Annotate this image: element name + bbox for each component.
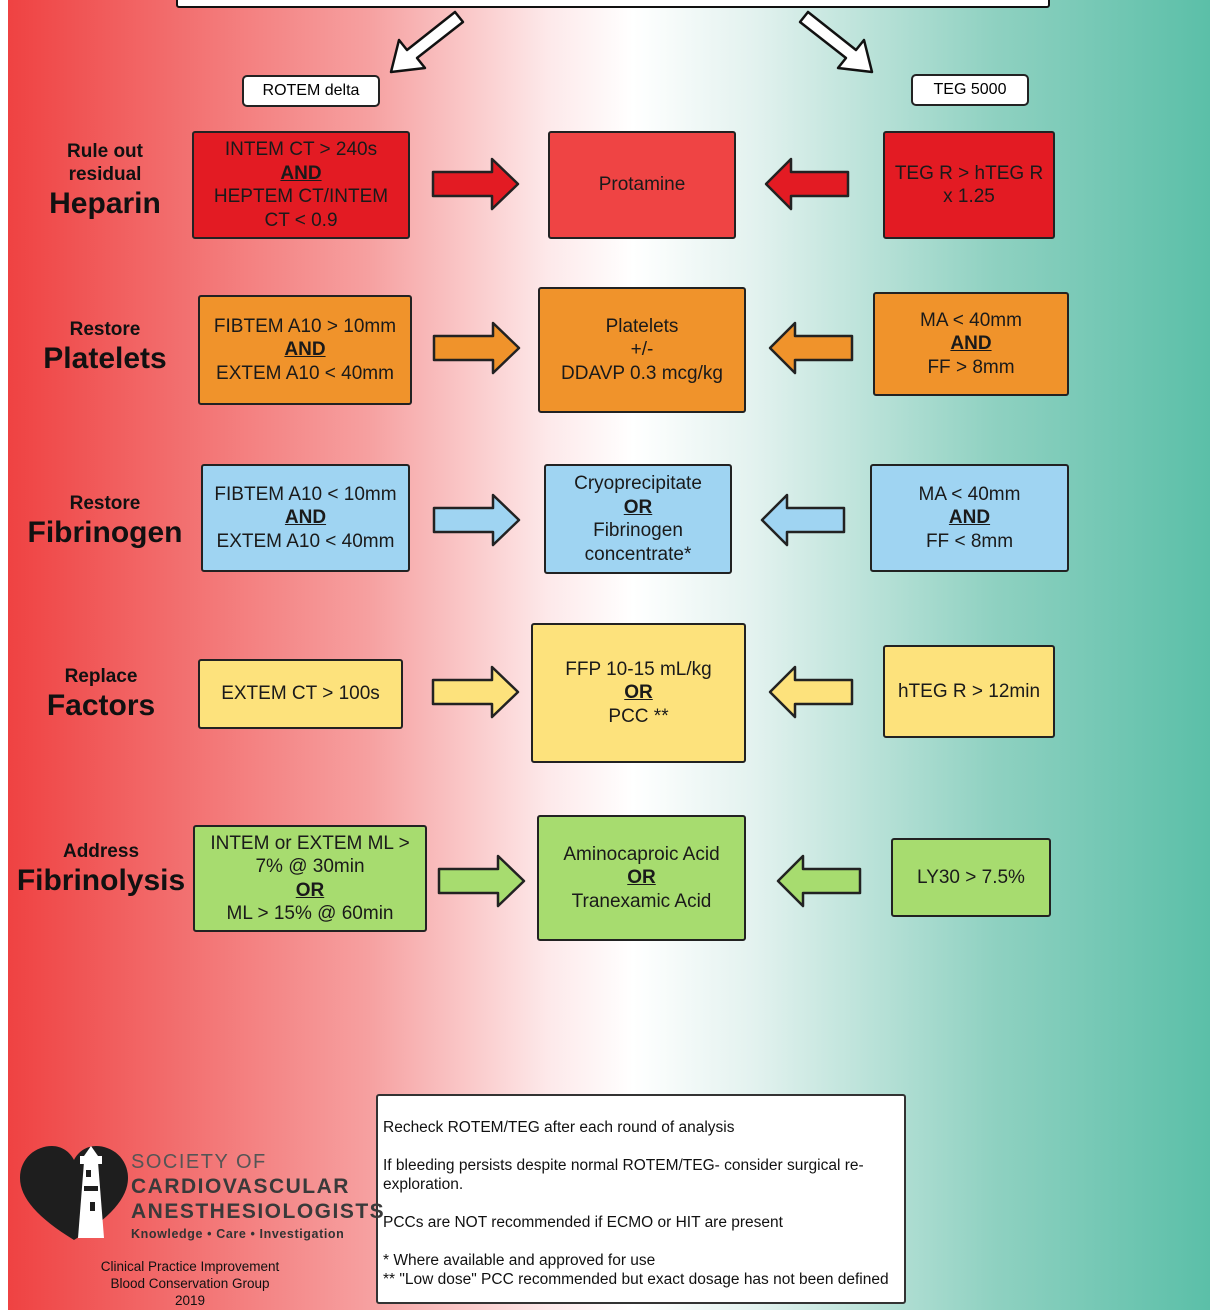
fibrinolysis-right-arrow-icon xyxy=(437,854,526,908)
row-label-fibrinolysis: Address Fibrinolysis xyxy=(16,841,186,897)
fibrinogen-rotem-box: FIBTEM A10 < 10mm AND EXTEM A10 < 40mm xyxy=(201,464,410,572)
platelets-right-arrow-icon xyxy=(432,321,521,375)
down-left-arrow-icon xyxy=(389,10,465,74)
factors-right-arrow-icon xyxy=(431,665,520,719)
fibrinolysis-left-arrow-icon xyxy=(776,854,862,908)
notes-box: Recheck ROTEM/TEG after each round of an… xyxy=(376,1094,906,1304)
note-recheck: Recheck ROTEM/TEG after each round of an… xyxy=(383,1119,735,1136)
footer-credits: Clinical Practice Improvement Blood Cons… xyxy=(100,1259,280,1308)
row-label-platelets: Restore Platelets xyxy=(43,319,167,375)
top-box-edge xyxy=(176,0,1050,8)
down-right-arrow-icon xyxy=(798,10,874,74)
factors-treatment-box: FFP 10-15 mL/kg OR PCC ** xyxy=(531,623,746,763)
heparin-treatment-box: Protamine xyxy=(548,131,736,239)
factors-rotem-box: EXTEM CT > 100s xyxy=(198,659,403,729)
fibrinolysis-rotem-box: INTEM or EXTEM ML > 7% @ 30min OR ML > 1… xyxy=(193,825,427,932)
platelets-treatment-box: Platelets +/- DDAVP 0.3 mcg/kg xyxy=(538,287,746,413)
heparin-left-arrow-icon xyxy=(764,157,850,211)
fibrinogen-left-arrow-icon xyxy=(760,493,846,547)
fibrinolysis-teg-box: LY30 > 7.5% xyxy=(891,838,1051,917)
sca-logo-text: SOCIETY OF CARDIOVASCULAR ANESTHESIOLOGI… xyxy=(131,1151,386,1241)
sca-lighthouse-heart-logo-icon xyxy=(20,1146,128,1240)
platelets-left-arrow-icon xyxy=(768,321,854,375)
platelets-rotem-box: FIBTEM A10 > 10mm AND EXTEM A10 < 40mm xyxy=(198,295,412,405)
note-pcc: PCCs are NOT recommended if ECMO or HIT … xyxy=(383,1214,783,1231)
factors-teg-box: hTEG R > 12min xyxy=(883,645,1055,738)
teg-5000-label: TEG 5000 xyxy=(911,74,1029,106)
row-label-fibrinogen: Restore Fibrinogen xyxy=(27,493,183,549)
note-footnote-2: ** "Low dose" PCC recommended but exact … xyxy=(383,1271,889,1288)
fibrinogen-right-arrow-icon xyxy=(432,493,521,547)
row-label-factors: Replace Factors xyxy=(46,666,156,722)
note-bleeding: If bleeding persists despite normal ROTE… xyxy=(383,1157,864,1193)
heparin-teg-box: TEG R > hTEG R x 1.25 xyxy=(883,131,1055,239)
fibrinogen-teg-box: MA < 40mm AND FF < 8mm xyxy=(870,464,1069,572)
note-footnote-1: * Where available and approved for use xyxy=(383,1252,656,1269)
fibrinogen-treatment-box: Cryoprecipitate OR Fibrinogen concentrat… xyxy=(544,464,732,574)
platelets-teg-box: MA < 40mm AND FF > 8mm xyxy=(873,292,1069,396)
factors-left-arrow-icon xyxy=(768,665,854,719)
heparin-rotem-box: INTEM CT > 240s AND HEPTEM CT/INTEM CT <… xyxy=(192,131,410,239)
row-label-heparin: Rule out residual Heparin xyxy=(49,141,161,220)
heparin-right-arrow-icon xyxy=(431,157,520,211)
rotem-delta-label: ROTEM delta xyxy=(242,75,380,107)
fibrinolysis-treatment-box: Aminocaproic Acid OR Tranexamic Acid xyxy=(537,815,746,941)
